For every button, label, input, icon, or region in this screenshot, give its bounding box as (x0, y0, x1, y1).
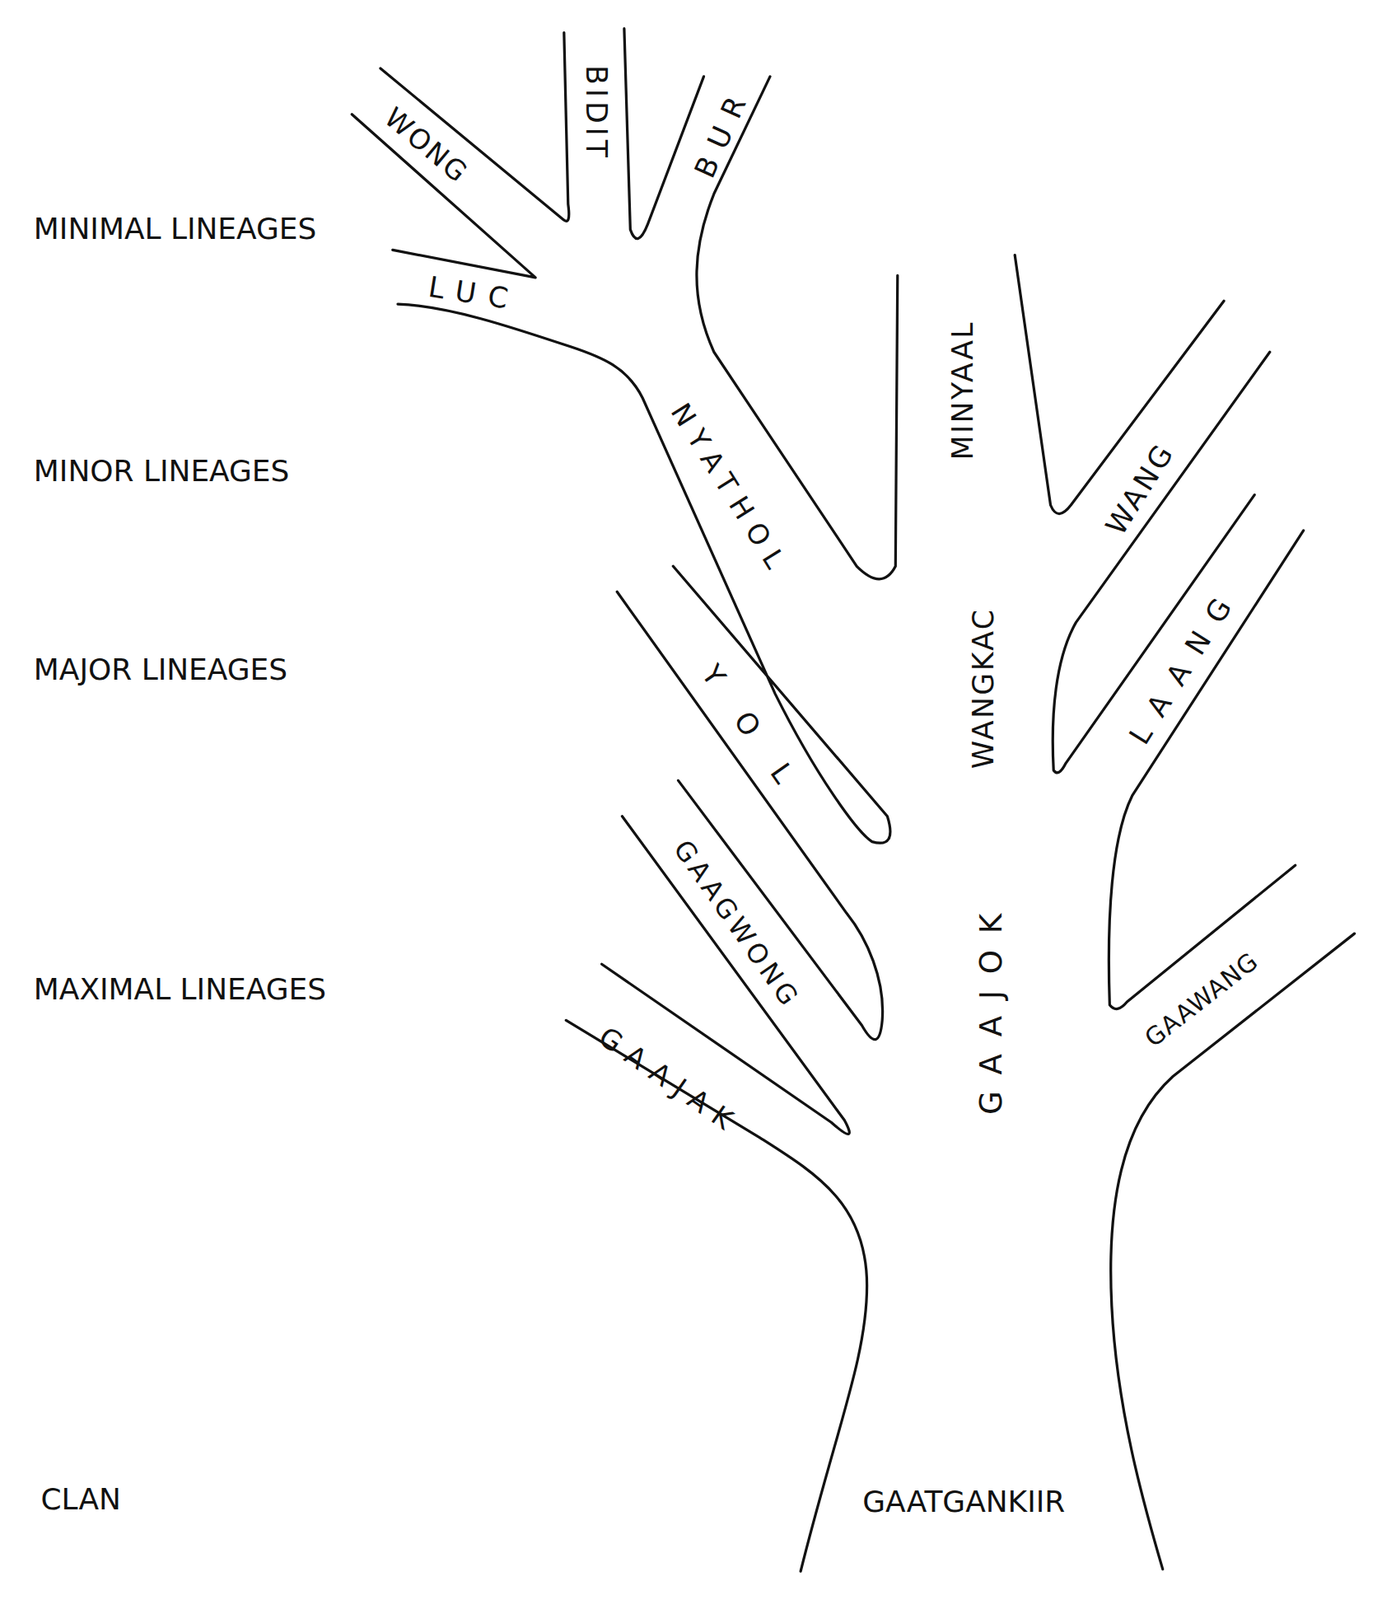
tree-outline (624, 28, 705, 239)
branch-label: MINYAAL (949, 320, 979, 462)
level-label: CLAN (41, 1484, 122, 1514)
branch-label: BIDIT (581, 63, 611, 162)
tree-outline (1108, 530, 1303, 1009)
level-label: MAXIMAL LINEAGES (33, 974, 327, 1004)
tree-outline (351, 114, 536, 278)
branch-label: YOL (684, 643, 822, 822)
branch-label: WANG (1101, 438, 1181, 542)
tree-outline (1052, 351, 1270, 773)
level-label: MINOR LINEAGES (33, 456, 290, 486)
level-label: MAJOR LINEAGES (33, 655, 288, 686)
tree-outline (1111, 933, 1355, 1569)
tree-outline (397, 303, 891, 843)
branch-label: LAANG (1120, 579, 1246, 757)
tree-outline (616, 591, 883, 1039)
tree-outline (1014, 255, 1224, 514)
branch-label: BUR (687, 81, 757, 188)
branch-label: GAAWANG (1139, 947, 1263, 1051)
level-label: MINIMAL LINEAGES (33, 214, 317, 245)
branch-label: WONG (378, 102, 474, 188)
branch-label: GAAJOK (975, 896, 1007, 1123)
branch-label: GAAJAK (590, 1018, 747, 1140)
branch-label: WANGKAC (970, 606, 1000, 770)
clan-label: GAATGANKIIR (862, 1486, 1065, 1517)
